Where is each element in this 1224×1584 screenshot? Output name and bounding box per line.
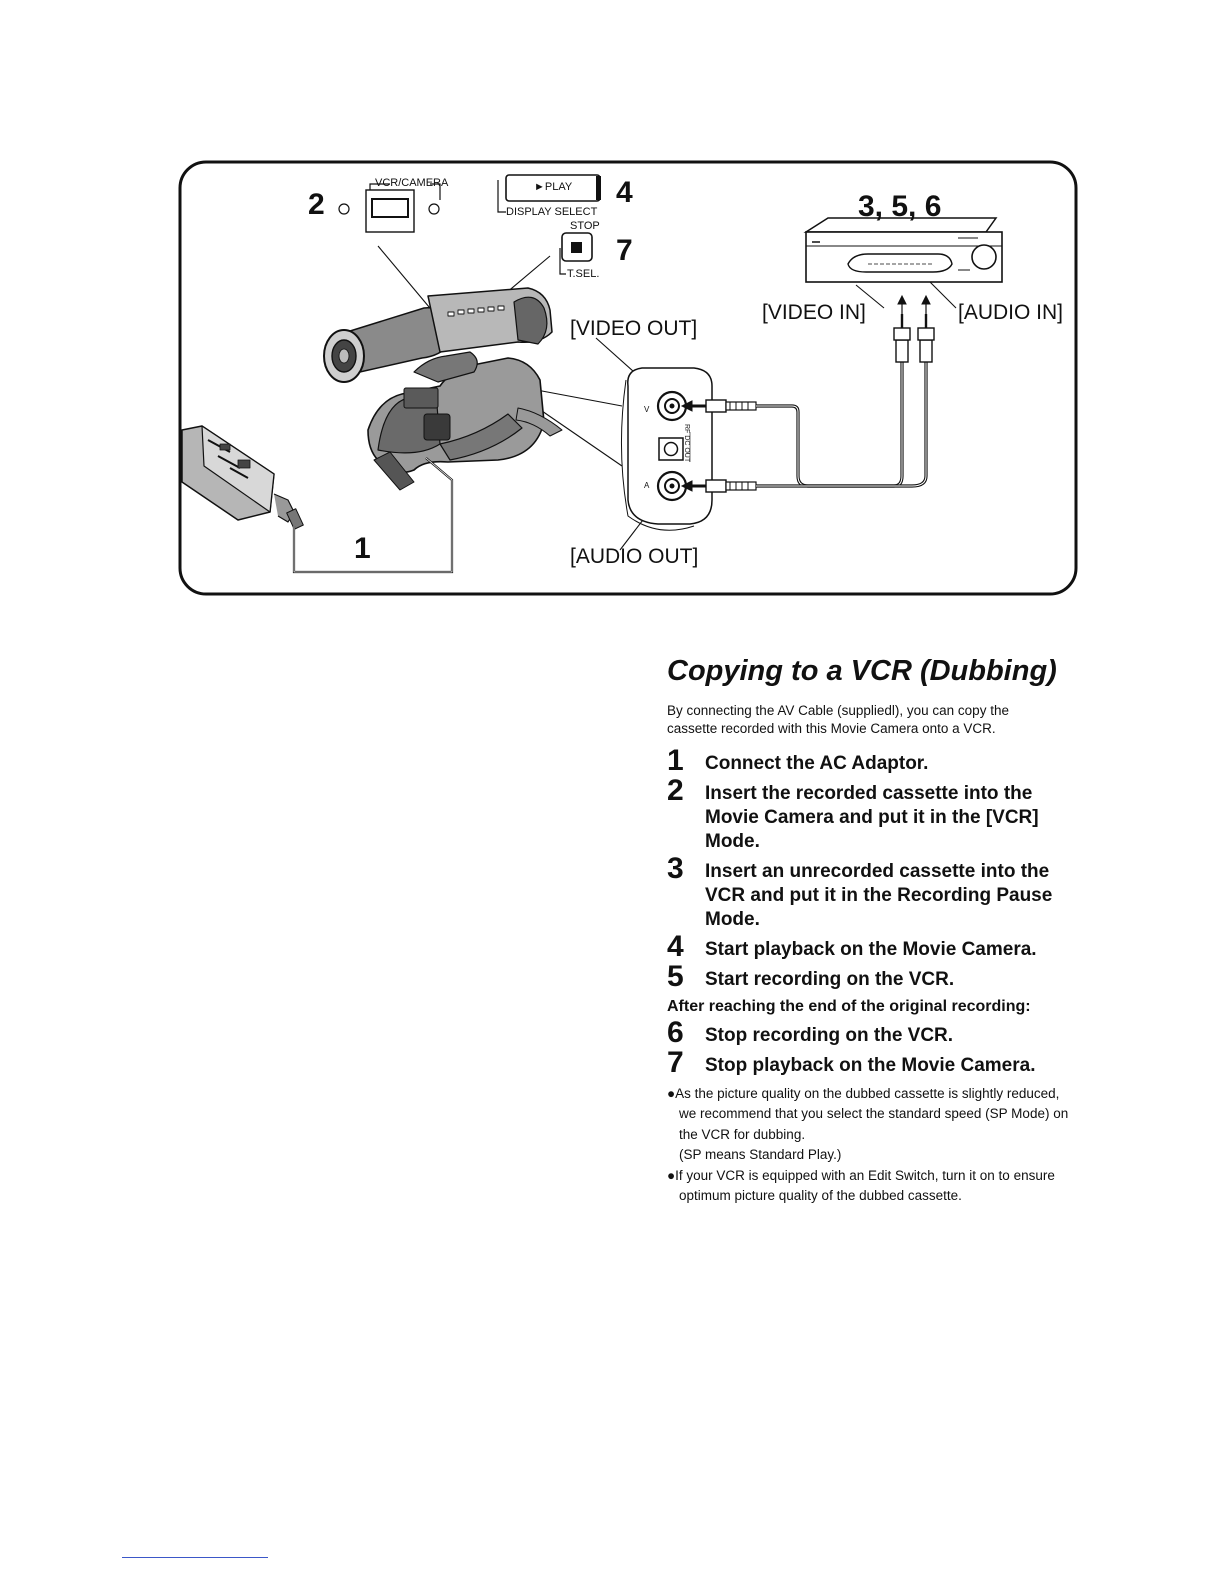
step-label-1: 1 xyxy=(354,532,371,565)
step-number: 1 xyxy=(667,743,684,777)
display-select-label: DISPLAY SELECT xyxy=(506,206,598,218)
jack-v-label: V xyxy=(644,405,650,414)
ac-adaptor-icon xyxy=(181,425,304,530)
stop-label: STOP xyxy=(570,220,600,232)
video-in-label: [VIDEO IN] xyxy=(762,301,866,324)
step-label-7: 7 xyxy=(616,234,633,267)
play-label: ►PLAY xyxy=(534,181,573,193)
diagram-artwork xyxy=(178,160,1078,596)
intro-paragraph: By connecting the AV Cable (suppliedl), … xyxy=(667,702,1009,736)
note-subtext: (SP means Standard Play.) xyxy=(679,1147,842,1163)
stop-button-icon xyxy=(559,232,593,275)
step-text: Start playback on the Movie Camera. xyxy=(705,938,1037,960)
step-item: 3 Insert an unrecorded cassette into the… xyxy=(667,853,1087,932)
dc-cable xyxy=(292,457,454,574)
step-label-3-5-6: 3, 5, 6 xyxy=(858,190,942,223)
step-text: Start recording on the VCR. xyxy=(705,968,955,990)
step-item: 2 Insert the recorded cassette into the … xyxy=(667,775,1087,854)
notes-list: ●As the picture quality on the dubbed ca… xyxy=(667,1084,1087,1207)
av-jack-panel-icon xyxy=(620,367,713,531)
step-text: Insert the recorded cassette into the Mo… xyxy=(705,782,1039,852)
video-out-label: [VIDEO OUT] xyxy=(570,317,698,340)
after-recording-label: After reaching the end of the original r… xyxy=(667,997,1031,1015)
connection-diagram: 2 VCR/CAMERA ►PLAY DISPLAY SELECT 4 STOP… xyxy=(178,160,1078,596)
step-text: Stop recording on the VCR. xyxy=(705,1024,954,1046)
vcr-camera-switch-icon xyxy=(338,183,441,233)
diagram-frame xyxy=(178,160,1078,596)
step-item: 5 Start recording on the VCR. xyxy=(667,961,1087,992)
step-number: 3 xyxy=(667,851,684,885)
step-item: 7 Stop playback on the Movie Camera. xyxy=(667,1047,1087,1078)
step-item: 4 Start playback on the Movie Camera. xyxy=(667,931,1087,962)
av-cable-icon xyxy=(680,294,935,493)
camcorder-icon xyxy=(323,287,563,491)
section-title: Copying to a VCR (Dubbing) xyxy=(667,655,1057,687)
step-text: Insert an unrecorded cassette into the V… xyxy=(705,860,1053,930)
steps-list-a: 1 Connect the AC Adaptor. 2 Insert the r… xyxy=(667,745,1087,992)
step-label-2: 2 xyxy=(308,188,325,221)
vcr-deck-icon xyxy=(803,217,1003,283)
note-item: ●As the picture quality on the dubbed ca… xyxy=(667,1084,1079,1166)
step-label-4: 4 xyxy=(616,176,633,209)
step-number: 5 xyxy=(667,959,684,993)
vcr-camera-label: VCR/CAMERA xyxy=(375,177,449,189)
step-text: Connect the AC Adaptor. xyxy=(705,752,929,774)
step-item: 6 Stop recording on the VCR. xyxy=(667,1017,1087,1048)
audio-in-label: [AUDIO IN] xyxy=(958,301,1064,324)
steps-list-b: 6 Stop recording on the VCR. 7 Stop play… xyxy=(667,1017,1087,1078)
jack-a-label: A xyxy=(644,481,650,490)
audio-out-label: [AUDIO OUT] xyxy=(570,545,699,568)
note-item: ●If your VCR is equipped with an Edit Sw… xyxy=(667,1166,1079,1207)
play-button-icon xyxy=(497,174,601,213)
rf-dc-out-label: RF DC OUT xyxy=(683,424,690,463)
note-text: ●If your VCR is equipped with an Edit Sw… xyxy=(667,1167,1055,1204)
t-sel-label: T.SEL. xyxy=(567,268,600,280)
step-item: 1 Connect the AC Adaptor. xyxy=(667,745,1087,776)
dubbing-instructions: Copying to a VCR (Dubbing) By connecting… xyxy=(667,655,1087,1207)
step-number: 4 xyxy=(667,929,684,963)
footer-rule xyxy=(122,1557,268,1558)
step-number: 6 xyxy=(667,1015,684,1049)
step-number: 7 xyxy=(667,1045,684,1079)
note-text: ●As the picture quality on the dubbed ca… xyxy=(667,1085,1069,1142)
step-number: 2 xyxy=(667,773,684,807)
step-text: Stop playback on the Movie Camera. xyxy=(705,1054,1036,1076)
